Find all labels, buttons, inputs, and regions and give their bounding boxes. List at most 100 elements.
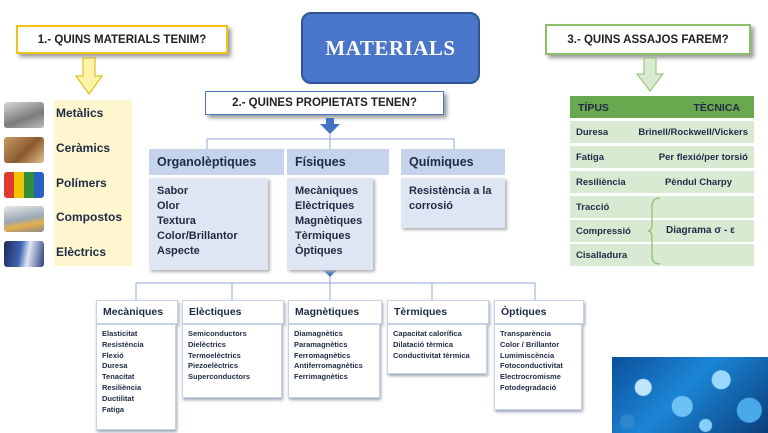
row-type: Tracció	[576, 202, 610, 213]
category-item: Olor	[157, 200, 180, 212]
sub-item: Resistència	[102, 339, 144, 349]
category-item: Elèctriques	[295, 200, 355, 212]
sub-item: Conductivitat tèrmica	[393, 350, 470, 360]
sub-body-electriques: Semiconductors Dielèctrics Termoelèctric…	[182, 324, 282, 398]
material-label: Metàlics	[56, 106, 104, 120]
row-type: Compressió	[576, 226, 631, 237]
sub-item: Ferrimagnètics	[294, 372, 348, 382]
row-technique: Brinell/Rockwell/Vickers	[638, 127, 748, 138]
tests-table-row: Tracció	[570, 196, 754, 218]
row-technique: Per flexió/per torsió	[658, 152, 748, 163]
sub-item: Fotoconductivitat	[500, 361, 563, 371]
tests-table-header: TÍPUS TÈCNICA	[570, 96, 754, 118]
category-item: Tèrmiques	[295, 230, 351, 242]
tests-table-row: Duresa Brinell/Rockwell/Vickers	[570, 121, 754, 143]
sub-item: Fotodegradació	[500, 382, 557, 392]
sub-item: Duresa	[102, 361, 128, 371]
sub-item: Paramagnètics	[294, 339, 348, 349]
category-item: Color/Brillantor	[157, 230, 238, 242]
sub-item: Termoelèctrics	[188, 350, 241, 360]
category-item: Aspecte	[157, 245, 200, 257]
plastic-blocks-icon	[4, 172, 44, 198]
category-item: Òptiques	[295, 245, 343, 257]
electric-cable-icon	[4, 241, 44, 267]
category-head-fisiques: Físiques	[287, 149, 389, 175]
row-type: Duresa	[576, 127, 609, 138]
sub-head-termiques: Tèrmiques	[387, 300, 489, 324]
sub-item: Antiferromagnètics	[294, 361, 363, 371]
category-item: Mecàniques	[295, 185, 358, 197]
sub-item: Electrocromisme	[500, 372, 561, 382]
material-polimers: Polímers	[0, 170, 132, 200]
row-type: Fatiga	[576, 152, 604, 163]
yellow-down-arrow	[75, 57, 103, 95]
grouped-technique: Diagrama σ - ε	[666, 225, 735, 236]
sub-body-magnetiques: Diamagnètics Paramagnètics Ferromagnètic…	[288, 324, 380, 398]
sub-item: Dielèctrics	[188, 339, 226, 349]
row-technique: Pèndul Charpy	[664, 177, 732, 188]
metal-bars-icon	[4, 102, 44, 128]
composite-layers-icon	[4, 206, 44, 232]
material-label: Elèctrics	[56, 245, 107, 259]
main-title: MATERIALS	[301, 12, 480, 84]
material-label: Ceràmics	[56, 141, 111, 155]
header-type: TÍPUS	[578, 102, 609, 114]
molecule-image	[612, 357, 768, 433]
ceramic-bricks-icon	[4, 137, 44, 163]
material-label: Polímers	[56, 176, 107, 190]
sub-item: Dilatació tèrmica	[393, 339, 454, 349]
category-head-quimiques: Químiques	[401, 149, 505, 175]
sub-body-termiques: Capacitat calorífica Dilatació tèrmica C…	[387, 324, 487, 374]
sub-item: Elasticitat	[102, 329, 138, 338]
sub-head-mecaniques: Mecàniques	[96, 300, 178, 324]
row-type: Cisalladura	[576, 250, 628, 261]
question-3-box: 3.- QUINS ASSAJOS FAREM?	[545, 24, 751, 55]
sub-item: Tenacitat	[102, 372, 135, 382]
sub-item: Color / Brillantor	[500, 339, 560, 349]
category-item: Resistència a la	[409, 185, 492, 197]
sub-item: Lumimiscència	[500, 350, 555, 360]
sub-item: Fatiga	[102, 404, 125, 414]
category-item: Sabor	[157, 185, 189, 197]
row-type: Resiliència	[576, 177, 626, 188]
sub-item: Ductilitat	[102, 393, 135, 403]
sub-head-optiques: Òptiques	[494, 300, 584, 324]
sub-head-magnetiques: Magnètiques	[288, 300, 382, 324]
tests-table-row: Resiliència Pèndul Charpy	[570, 171, 754, 193]
sub-head-electriques: Elèctiques	[182, 300, 284, 324]
tests-table-row: Cisalladura	[570, 244, 754, 266]
sub-item: Semiconductors	[188, 329, 247, 338]
category-body-fisiques: Mecàniques Elèctriques Magnètiques Tèrmi…	[287, 178, 373, 270]
tests-table-row: Compressió	[570, 220, 754, 242]
category-body-quimiques: Resistència a la corrosió	[401, 178, 505, 228]
sub-item: Diamagnètics	[294, 329, 343, 338]
sub-item: Capacitat calorífica	[393, 329, 462, 338]
category-head-organoleptiques: Organolèptiques	[149, 149, 284, 175]
question-1-box: 1.- QUINS MATERIALS TENIM?	[16, 25, 228, 54]
material-compostos: Compostos	[0, 204, 132, 234]
bracket-icon	[648, 197, 661, 265]
category-item: Textura	[157, 215, 196, 227]
sub-item: Transparència	[500, 329, 551, 338]
sub-item: Resiliència	[102, 382, 142, 392]
tests-table-row: Fatiga Per flexió/per torsió	[570, 146, 754, 168]
material-metalics: Metàlics	[0, 100, 132, 130]
category-item: corrosió	[409, 200, 454, 212]
material-label: Compostos	[56, 210, 122, 224]
sub-body-optiques: Transparència Color / Brillantor Lumimis…	[494, 324, 582, 410]
sub-item: Piezoelèctrics	[188, 361, 239, 371]
sub-item: Flexió	[102, 350, 124, 360]
question-2-box: 2.- QUINES PROPIETATS TENEN?	[205, 91, 444, 115]
sub-item: Superconductors	[188, 372, 251, 382]
material-ceramics: Ceràmics	[0, 135, 132, 165]
category-body-organoleptiques: Sabor Olor Textura Color/Brillantor Aspe…	[149, 178, 268, 270]
header-technique: TÈCNICA	[693, 102, 740, 114]
sub-body-mecaniques: Elasticitat Resistència Flexió Duresa Te…	[96, 324, 176, 430]
materials-panel	[54, 100, 132, 266]
material-electrics: Elèctrics	[0, 239, 132, 269]
green-down-arrow	[635, 57, 665, 92]
sub-item: Ferromagnètics	[294, 350, 351, 360]
blue-down-arrow-1	[320, 118, 340, 134]
category-item: Magnètiques	[295, 215, 363, 227]
